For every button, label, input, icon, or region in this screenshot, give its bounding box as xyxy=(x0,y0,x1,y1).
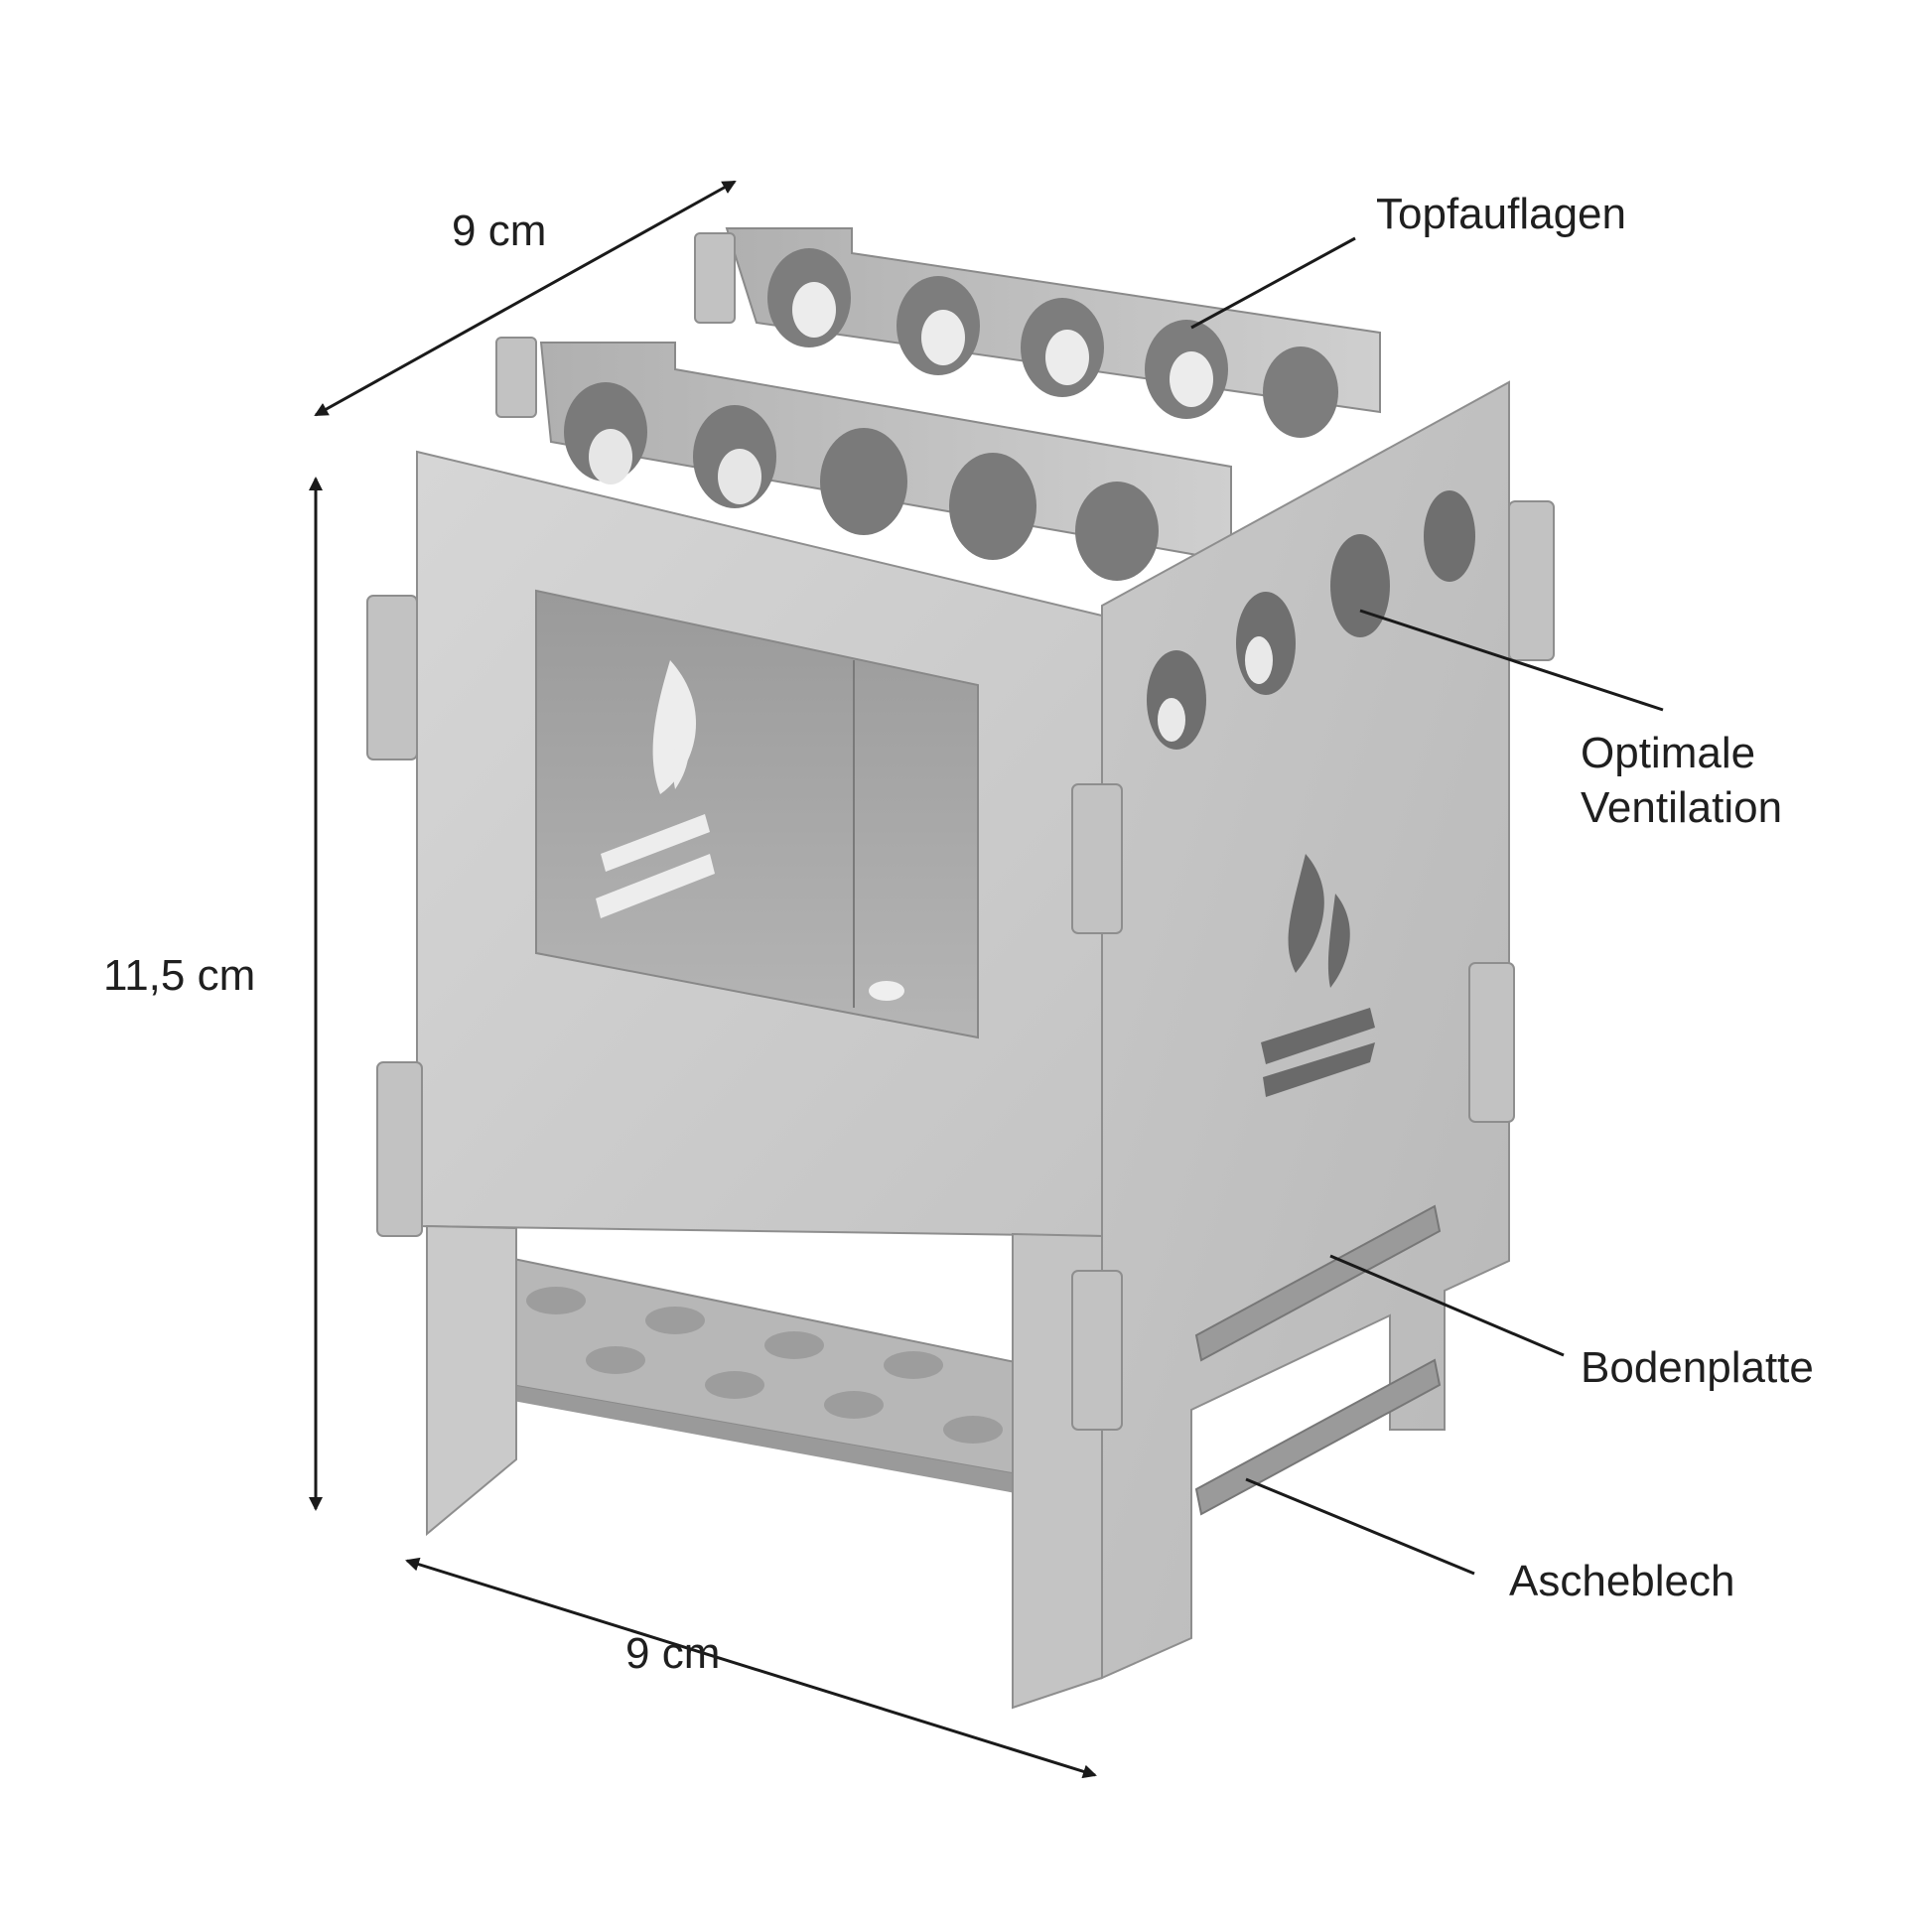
bottom-width-arrow xyxy=(405,1557,1097,1779)
ascheblech-leader xyxy=(1245,1477,1475,1576)
dimension-arrows xyxy=(309,180,1097,1779)
front-panel xyxy=(416,450,1103,1238)
callout-base-plate: Bodenplatte xyxy=(1581,1343,1814,1392)
ventilation-leader xyxy=(1359,609,1664,712)
callout-ventilation: Optimale Ventilation xyxy=(1581,726,1782,835)
fire-window xyxy=(535,589,979,1039)
callout-leaders xyxy=(1190,236,1664,1576)
dimension-height-label: 11,5 cm xyxy=(103,951,256,1000)
dimension-bottom-width-label: 9 cm xyxy=(625,1629,721,1678)
callout-ventilation-line2: Ventilation xyxy=(1581,783,1783,832)
ash-tray-slot xyxy=(1194,1358,1442,1516)
bodenplatte-leader xyxy=(1329,1254,1565,1357)
flame-icon xyxy=(1261,854,1375,1097)
back-pot-support xyxy=(725,227,1381,438)
top-depth-arrow xyxy=(314,180,737,417)
panel-tabs xyxy=(366,232,1555,1431)
right-side-panel xyxy=(1101,380,1510,1680)
callout-pot-supports: Topfauflagen xyxy=(1376,190,1626,238)
flame-icon xyxy=(596,660,715,918)
base-plate-slot xyxy=(1194,1204,1442,1362)
callout-ventilation-line1: Optimale xyxy=(1581,729,1756,777)
topfauflagen-leader xyxy=(1190,236,1356,330)
ash-tray xyxy=(426,1239,1103,1509)
dimension-top-depth-label: 9 cm xyxy=(452,207,547,255)
callout-ash-tray: Ascheblech xyxy=(1509,1557,1735,1605)
